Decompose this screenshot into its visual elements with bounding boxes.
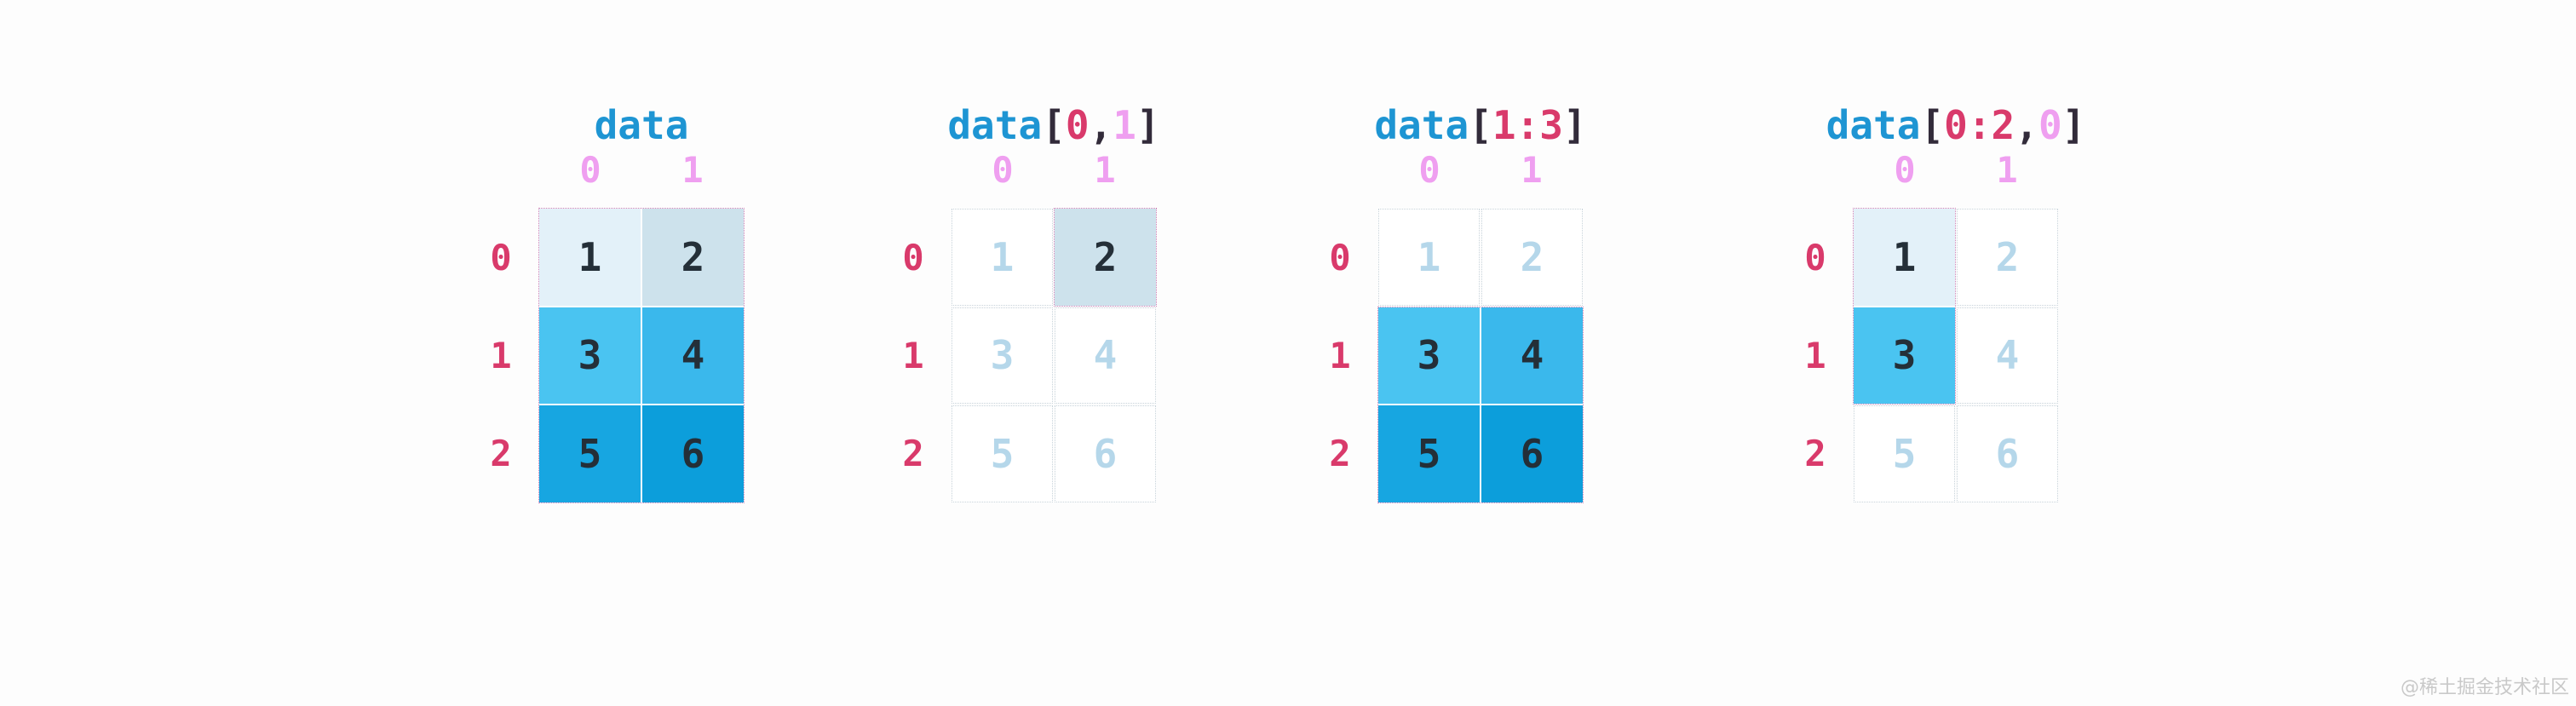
cell-r0-c0: 1 <box>952 209 1053 306</box>
cell-r1-c0: 3 <box>1854 307 1955 405</box>
row-label-0: 0 <box>490 237 512 278</box>
col-label-0: 0 <box>579 149 601 191</box>
panel-title: data[0:2,0] <box>1826 101 2086 149</box>
title-part: ] <box>1136 102 1160 148</box>
row-label-1: 1 <box>1329 335 1351 376</box>
row-label-2: 2 <box>490 433 512 474</box>
cell-r0-c0: 1 <box>1378 209 1480 306</box>
title-part: data <box>594 102 689 148</box>
row-labels: 0 1 2 <box>463 209 539 502</box>
cell-r2-c0: 5 <box>952 405 1053 502</box>
cell-r1-c1: 4 <box>1957 307 2058 405</box>
row-label-0: 0 <box>1804 237 1826 278</box>
cell-r0-c1: 2 <box>1481 209 1583 306</box>
cell-r1-c0: 3 <box>1378 307 1480 405</box>
title-part: , <box>1089 102 1113 148</box>
cell-r2-c1: 6 <box>642 405 744 502</box>
title-part: ] <box>2061 102 2086 148</box>
cell-r1-c1: 4 <box>642 307 744 405</box>
title-part: [ <box>1042 102 1066 148</box>
title-part: 0 <box>1065 102 1090 148</box>
cell-r0-c0: 1 <box>539 209 641 306</box>
col-label-1: 1 <box>1521 149 1543 191</box>
row-label-2: 2 <box>1329 433 1351 474</box>
row-label-1: 1 <box>902 335 924 376</box>
cell-r2-c1: 6 <box>1055 405 1156 502</box>
watermark: @稀土掘金技术社区 <box>2400 677 2569 698</box>
title-part: data <box>947 102 1043 148</box>
row-label-0: 0 <box>902 237 924 278</box>
cell-r0-c1: 2 <box>642 209 744 306</box>
cell-r0-c1: 2 <box>1055 209 1156 306</box>
row-labels: 0 1 2 <box>1777 209 1854 502</box>
panel-title: data[0,1] <box>947 101 1159 149</box>
cell-r1-c1: 4 <box>1055 307 1156 405</box>
cell-r0-c0: 1 <box>1854 209 1955 306</box>
row-labels: 0 1 2 <box>1302 209 1378 502</box>
col-label-0: 0 <box>1894 149 1916 191</box>
title-part: 0:2 <box>1944 102 2015 148</box>
col-label-1: 1 <box>681 149 704 191</box>
cell-r1-c1: 4 <box>1481 307 1583 405</box>
row-labels: 0 1 2 <box>875 209 952 502</box>
col-label-0: 0 <box>992 149 1014 191</box>
cell-r2-c0: 5 <box>1854 405 1955 502</box>
panel-title: data <box>539 101 744 149</box>
cell-r2-c1: 6 <box>1957 405 2058 502</box>
title-part: [ <box>1469 102 1492 148</box>
row-label-2: 2 <box>1804 433 1826 474</box>
title-part: 0 <box>2038 102 2062 148</box>
cell-r0-c1: 2 <box>1957 209 2058 306</box>
col-label-1: 1 <box>1094 149 1116 191</box>
row-label-0: 0 <box>1329 237 1351 278</box>
cell-r2-c1: 6 <box>1481 405 1583 502</box>
col-label-0: 0 <box>1418 149 1440 191</box>
cell-r2-c0: 5 <box>1378 405 1480 502</box>
cell-r1-c0: 3 <box>952 307 1053 405</box>
title-part: [ <box>1920 102 1945 148</box>
title-part: 1 <box>1113 102 1136 148</box>
row-label-2: 2 <box>902 433 924 474</box>
col-label-1: 1 <box>1996 149 2018 191</box>
title-part: data <box>1374 102 1469 148</box>
row-label-1: 1 <box>490 335 512 376</box>
row-label-1: 1 <box>1804 335 1826 376</box>
title-part: , <box>2015 102 2038 148</box>
panel-title: data[1:3] <box>1374 101 1586 149</box>
cell-r1-c0: 3 <box>539 307 641 405</box>
title-part: data <box>1826 102 1921 148</box>
title-part: ] <box>1562 102 1587 148</box>
cell-r2-c0: 5 <box>539 405 641 502</box>
title-part: 1:3 <box>1492 102 1563 148</box>
